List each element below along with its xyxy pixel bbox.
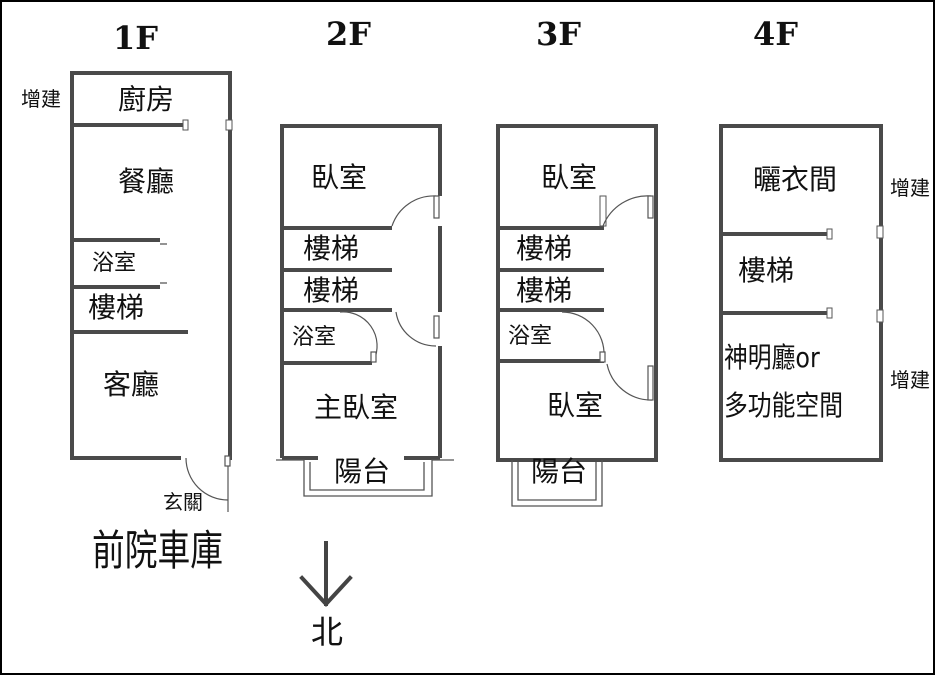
floor-2f-outline xyxy=(280,124,442,458)
floor-2f-stairs-2: 樓梯 xyxy=(303,274,360,307)
floor-1f-living: 客廳 xyxy=(103,368,160,401)
floor-2f-master-bedroom: 主臥室 xyxy=(314,391,399,424)
front-yard-garage: 前院車庫 xyxy=(92,526,224,575)
floor-1f-entrance-door xyxy=(185,457,229,501)
floor-3f-stairs-1: 樓梯 xyxy=(516,232,573,265)
floor-2f-bath: 浴室 xyxy=(292,325,337,350)
floor-1f-window xyxy=(225,119,233,131)
floor-4f-shrine-room: 神明廳or xyxy=(724,341,820,374)
floor-3f-bedroom: 臥室 xyxy=(541,161,598,194)
floor-4f-window-2 xyxy=(876,309,884,323)
floor-2f-bedroom: 臥室 xyxy=(311,161,368,194)
north-label: 北 xyxy=(311,613,344,651)
floor-2f-title: 2F xyxy=(326,15,371,53)
floor-1f-bath-door xyxy=(160,243,167,284)
floor-4f-title: 4F xyxy=(753,15,798,53)
floor-2f-bedroom-door xyxy=(391,195,437,227)
floor-3f-plan xyxy=(496,124,658,507)
floor-4f-stairs: 樓梯 xyxy=(738,254,795,287)
floor-1f-plan xyxy=(70,71,233,512)
floor-1f-kitchen: 廚房 xyxy=(118,83,175,116)
floor-4f-laundry: 曬衣間 xyxy=(753,163,838,196)
floor-3f-balcony-label: 陽台 xyxy=(531,455,588,488)
floor-1f-annex-label: 增建 xyxy=(21,87,61,111)
floor-1f-entrance: 玄關 xyxy=(163,490,203,514)
floor-1f-dining: 餐廳 xyxy=(118,165,175,198)
floor-4f-annex-label-1: 增建 xyxy=(890,176,930,200)
floor-2f-balcony-label: 陽台 xyxy=(334,455,391,488)
floor-3f-bedroom-door xyxy=(602,195,652,227)
floor-2f-stairs-1: 樓梯 xyxy=(303,232,360,265)
floor-3f-lower-bedroom-door xyxy=(606,363,653,401)
floor-1f-door-stop xyxy=(182,119,189,131)
floor-4f-plan xyxy=(719,124,884,462)
floor-3f-bath: 浴室 xyxy=(508,324,553,349)
floor-3f-title: 3F xyxy=(536,15,581,53)
floor-4f-multipurpose: 多功能空間 xyxy=(724,389,844,422)
floor-3f-outline xyxy=(496,124,658,462)
floor-1f-title: 1F xyxy=(113,19,158,57)
floor-3f-bath-door xyxy=(561,311,605,357)
floor-2f-plan xyxy=(276,124,454,497)
floor-1f-bath: 浴室 xyxy=(92,251,137,276)
floor-4f-window-1 xyxy=(876,225,884,239)
floor-2f-balcony xyxy=(276,459,454,497)
floor-3f-balcony xyxy=(511,460,603,507)
floor-4f-annex-label-2: 增建 xyxy=(890,368,930,392)
floor-1f-stairs: 樓梯 xyxy=(88,291,145,324)
floor-3f-lower-bedroom: 臥室 xyxy=(547,389,604,422)
floor-1f-outline xyxy=(70,71,232,460)
north-arrow-icon xyxy=(299,541,353,607)
floor-3f-stairs-2: 樓梯 xyxy=(516,274,573,307)
floor-2f-master-door xyxy=(395,311,437,347)
floor-4f-outline xyxy=(719,124,883,462)
